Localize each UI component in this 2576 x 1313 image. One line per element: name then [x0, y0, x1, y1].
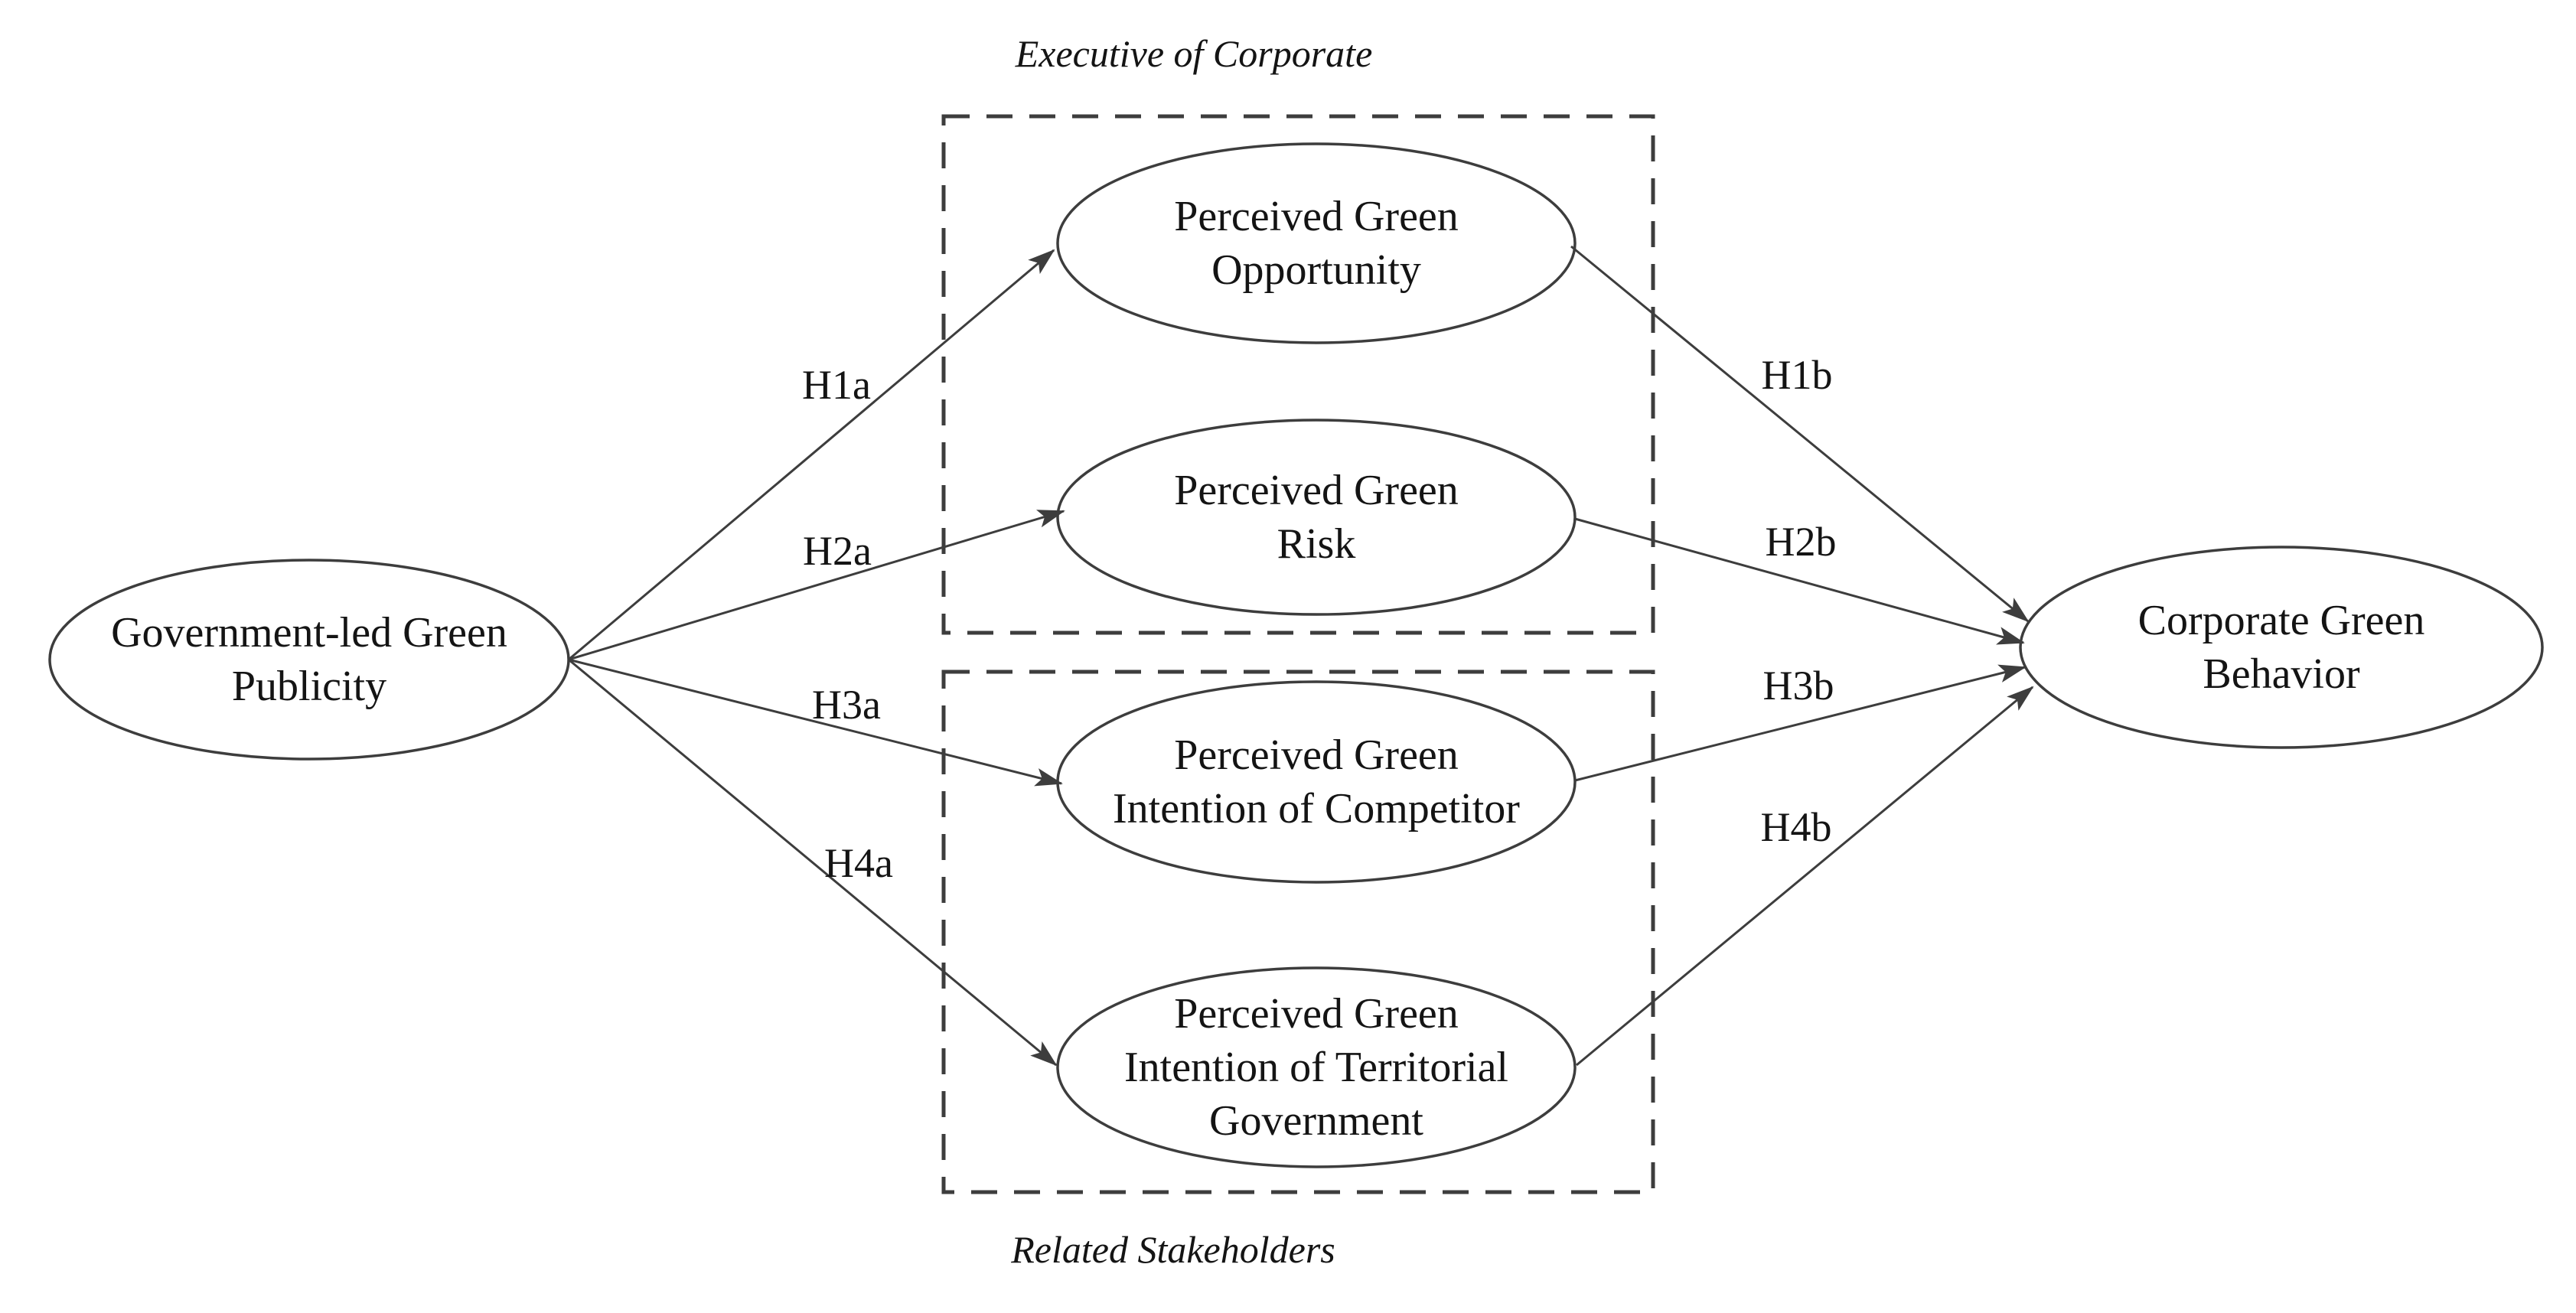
- executive-of-corporate-group-box: [941, 114, 1655, 635]
- arrow-h3a: [568, 658, 1063, 787]
- group-title-related-stakeholders: Related Stakeholders: [1011, 1228, 1335, 1271]
- hypothesis-label-h2b: H2b: [1765, 519, 1837, 565]
- hypothesis-label-h4a: H4a: [824, 840, 893, 886]
- node-label-perceived-green-intention-of-competitor: Perceived Green Intention of Competitor: [1113, 731, 1520, 832]
- node-label-government-led-green-publicity: Government-led Green Publicity: [111, 609, 507, 710]
- ellipse-perceived-green-intention-of-territorial-government: [1056, 966, 1577, 1168]
- arrow-h4a: [568, 658, 1058, 1067]
- ellipse-corporate-green-behavior: [2019, 546, 2544, 749]
- node-label-perceived-green-risk: Perceived Green Risk: [1174, 467, 1459, 568]
- node-label-corporate-green-behavior: Corporate Green Behavior: [2137, 597, 2425, 698]
- hypothesis-label-h3a: H3a: [812, 682, 881, 728]
- arrow-h1b: [1570, 245, 2030, 623]
- arrow-h2a: [568, 510, 1065, 661]
- hypothesis-label-h1a: H1a: [802, 362, 871, 408]
- arrow-h3b: [1574, 664, 2027, 782]
- hypothesis-label-h4b: H4b: [1760, 804, 1832, 850]
- node-label-perceived-green-intention-of-territorial-government: Perceived Green Intention of Territorial…: [1123, 990, 1508, 1145]
- node-label-perceived-green-opportunity: Perceived Green Opportunity: [1174, 193, 1459, 294]
- hypothesis-label-h3b: H3b: [1762, 663, 1834, 709]
- arrow-h1a: [568, 249, 1055, 661]
- hypothesis-label-h1b: H1b: [1761, 352, 1833, 398]
- arrow-h4b: [1576, 686, 2034, 1067]
- related-stakeholders-group-box: [941, 670, 1655, 1194]
- ellipse-perceived-green-opportunity: [1056, 142, 1577, 344]
- hypothesis-label-h2a: H2a: [803, 528, 872, 574]
- arrow-h2b: [1574, 517, 2025, 645]
- group-title-executive-of-corporate: Executive of Corporate: [1015, 32, 1373, 75]
